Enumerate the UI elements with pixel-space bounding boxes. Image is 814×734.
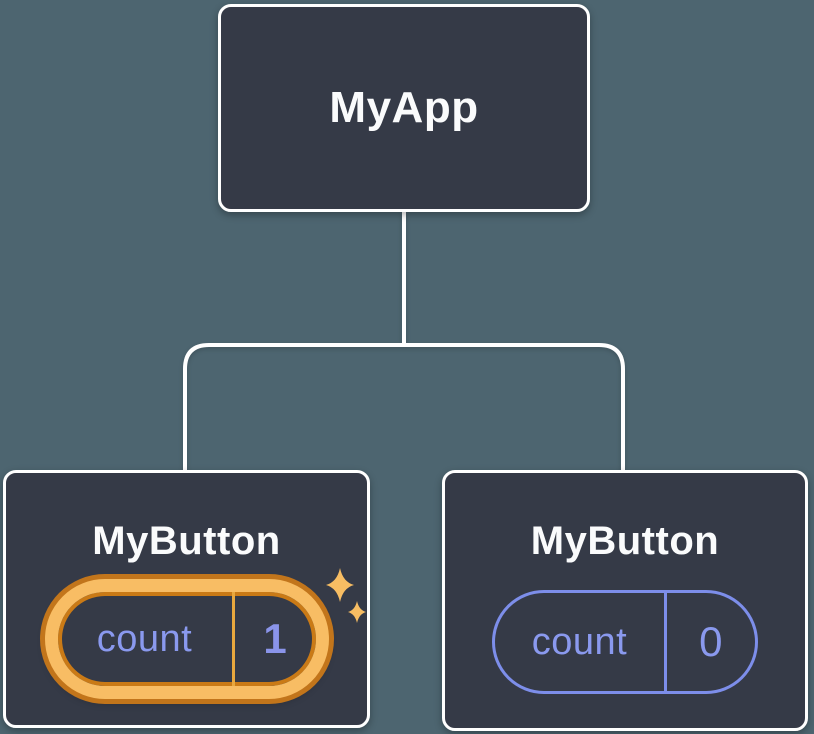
state-key-label: count	[96, 617, 193, 660]
state-pill-idle: count 0	[492, 590, 758, 694]
state-value: 1	[263, 615, 287, 662]
connector-bar-to-children	[183, 343, 625, 471]
node-mybutton-idle-label: MyButton	[530, 519, 720, 563]
node-myapp: MyApp	[218, 4, 590, 212]
node-mybutton-idle: MyButton count 0	[442, 470, 808, 731]
node-mybutton-active-label: MyButton	[92, 519, 281, 563]
sparkle-large	[326, 568, 354, 602]
node-myapp-label: MyApp	[329, 83, 479, 132]
sparkle-small	[348, 601, 366, 623]
pill-divider	[231, 592, 235, 686]
state-pill-highlighted: count 1	[44, 579, 329, 699]
state-value: 0	[699, 618, 723, 665]
state-key-label: count	[531, 620, 628, 663]
pill-divider	[664, 593, 667, 691]
node-mybutton-active: MyButton count 1	[3, 470, 370, 728]
